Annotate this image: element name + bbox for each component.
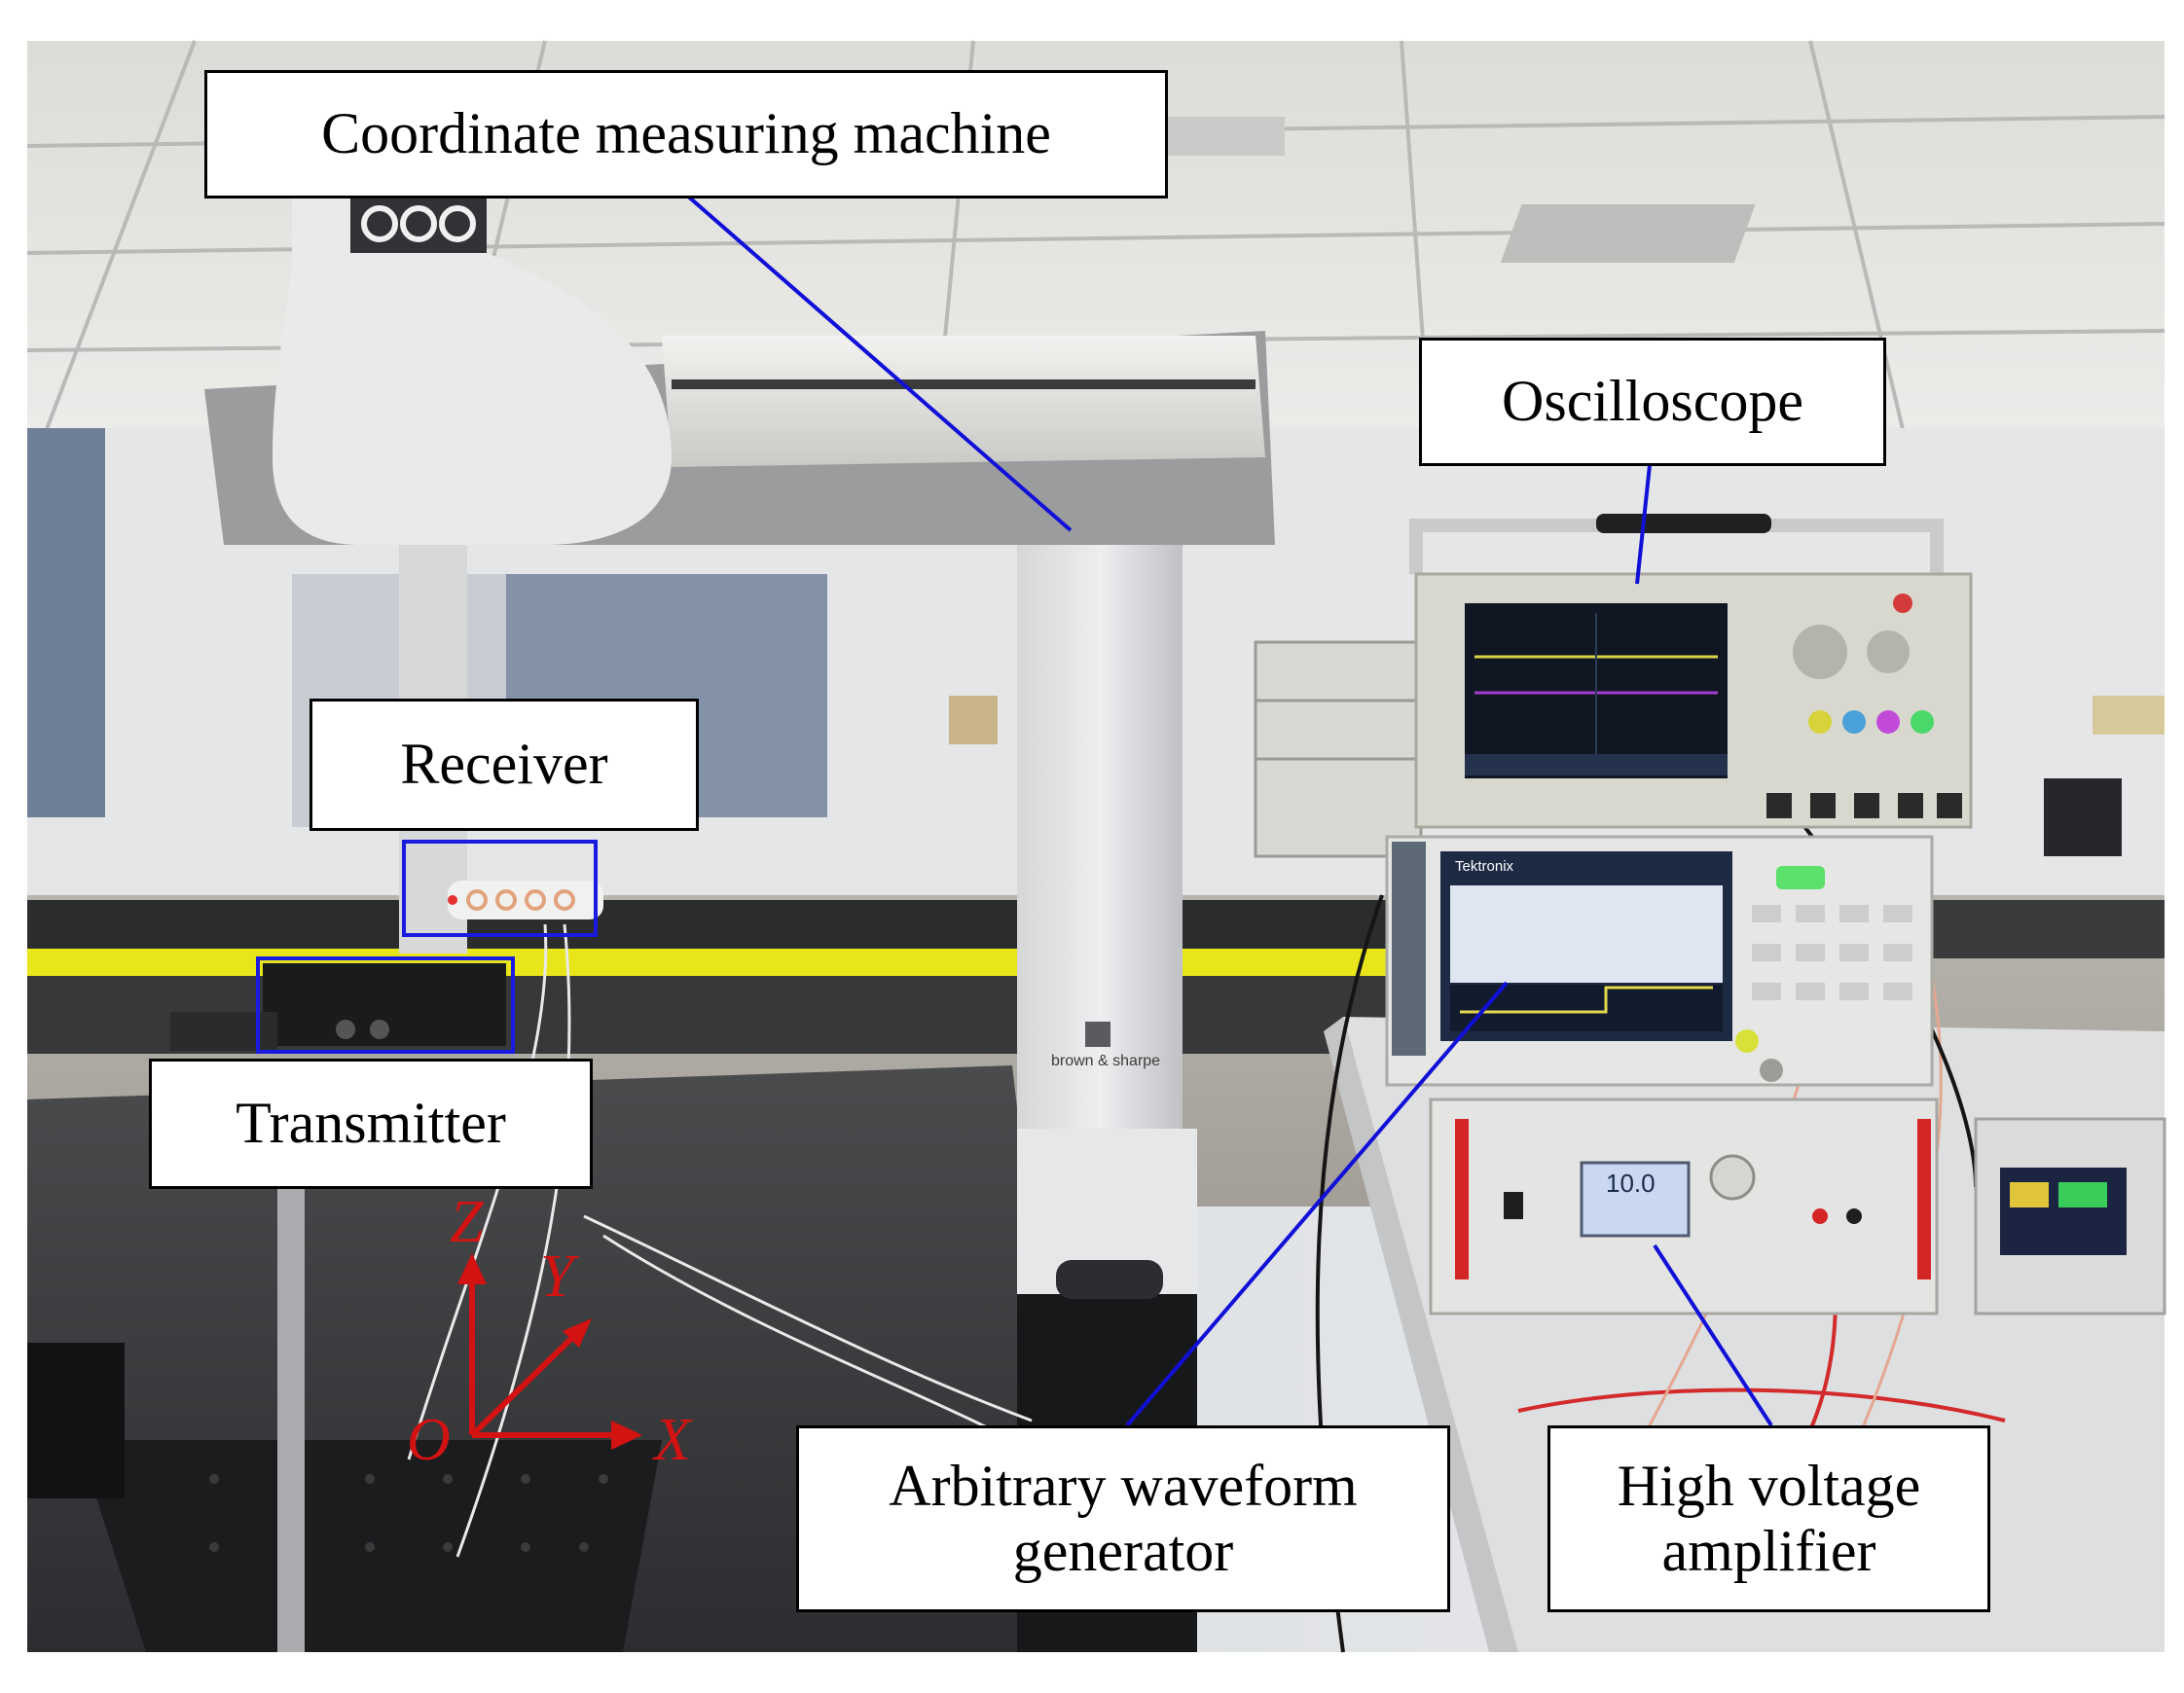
power-supply-device xyxy=(1974,1117,2166,1315)
leader-lines xyxy=(684,193,1773,1427)
label-transmitter-text: Transmitter xyxy=(236,1091,506,1156)
axis-label-x: X xyxy=(651,1407,693,1473)
label-amplifier-line1: High voltage xyxy=(1617,1453,1921,1518)
label-cmm-text: Coordinate measuring machine xyxy=(321,101,1051,166)
axis-label-z: Z xyxy=(450,1189,484,1255)
receiver-highlight-box xyxy=(402,840,598,937)
label-cmm: Coordinate measuring machine xyxy=(204,70,1168,198)
label-oscilloscope: Oscilloscope xyxy=(1419,338,1886,466)
label-oscilloscope-text: Oscilloscope xyxy=(1502,369,1803,434)
cmm-brand-text: brown & sharpe xyxy=(1051,1053,1160,1069)
transmitter-highlight-box xyxy=(256,956,515,1054)
label-amplifier-line2: amplifier xyxy=(1661,1519,1876,1583)
awg-brand-text: Tektronix xyxy=(1455,858,1514,875)
axis-label-y: Y xyxy=(540,1243,579,1310)
coordinate-axes-icon xyxy=(457,1253,642,1450)
label-amplifier: High voltage amplifier xyxy=(1547,1425,1990,1612)
transmitter-hardware xyxy=(170,963,506,1051)
receiver-hardware xyxy=(448,881,603,919)
label-awg-line2: generator xyxy=(1012,1519,1234,1583)
label-receiver: Receiver xyxy=(309,699,699,831)
label-awg: Arbitrary waveform generator xyxy=(796,1425,1450,1612)
label-receiver-text: Receiver xyxy=(400,732,608,797)
joystick xyxy=(27,1343,125,1498)
awg-device: Tektronix xyxy=(1385,835,1934,1087)
label-awg-line1: Arbitrary waveform xyxy=(889,1453,1358,1518)
support-post xyxy=(277,1168,305,1652)
amp-display-text: 10.0 xyxy=(1606,1169,1656,1198)
axis-label-origin: O xyxy=(407,1407,451,1473)
hv-amplifier-device: 10.0 xyxy=(1429,1098,1939,1315)
oscilloscope-device xyxy=(1409,514,1973,829)
coordinate-measuring-machine: brown & sharpe xyxy=(204,136,1275,1652)
label-transmitter: Transmitter xyxy=(149,1059,593,1189)
